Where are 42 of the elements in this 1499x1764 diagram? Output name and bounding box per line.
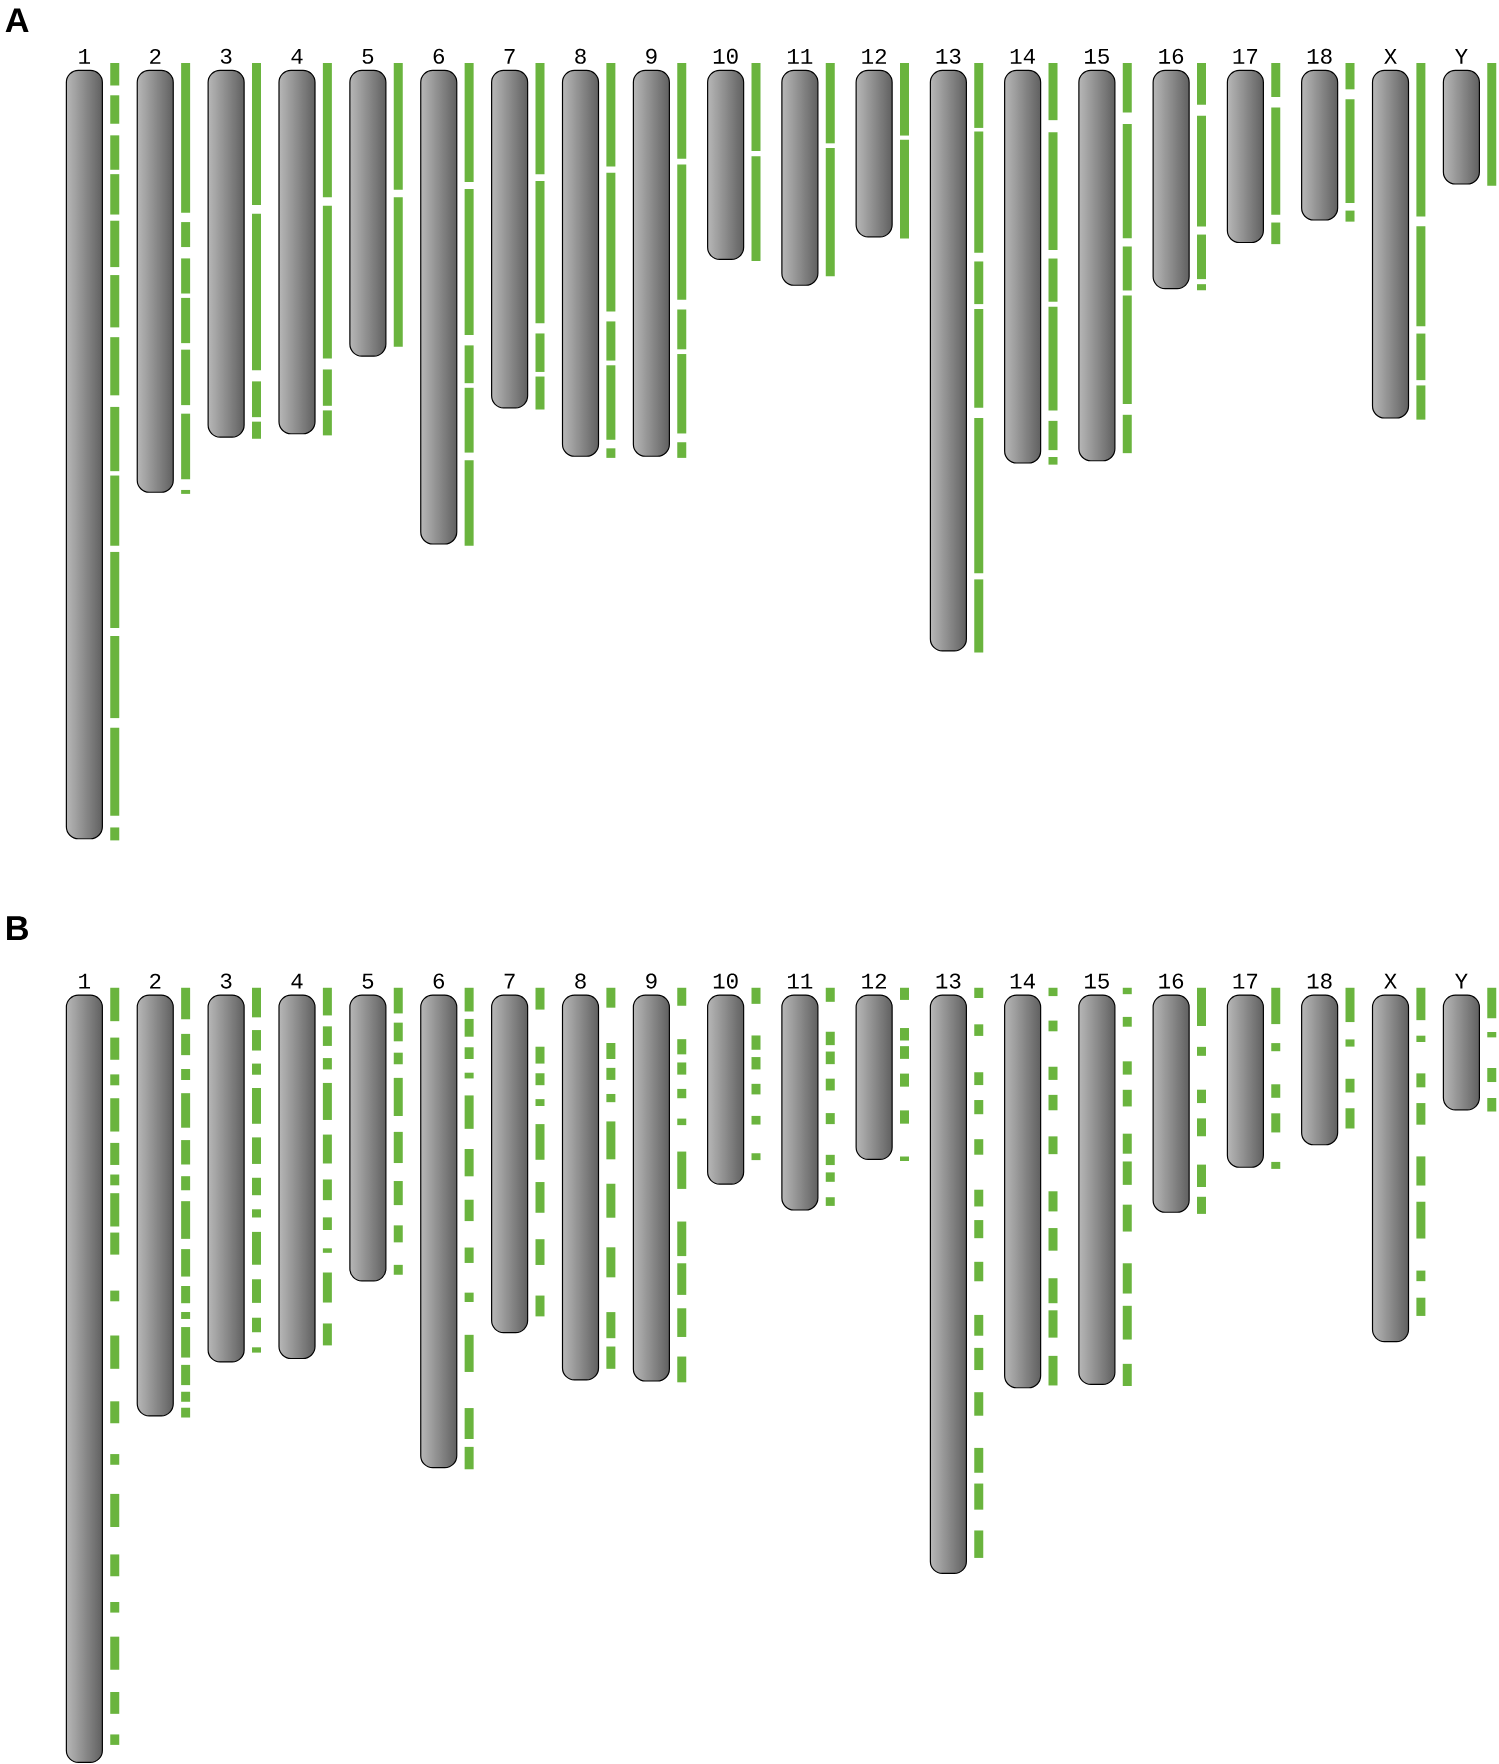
chromosome-label: 2 [150, 48, 161, 64]
chromosome-label: 9 [646, 973, 657, 989]
chromosome-label: 3 [221, 973, 232, 989]
chromosome-label: 16 [1159, 973, 1184, 989]
chromosome-label: 11 [788, 49, 813, 64]
chromosome-label: 18 [1308, 973, 1332, 989]
chromosome-label: 2 [150, 973, 161, 989]
chromosome-label: 13 [936, 973, 961, 989]
chromosome-label: 17 [1233, 973, 1258, 989]
chromosome-label: X [1384, 49, 1398, 64]
chromosome-label: 13 [936, 48, 961, 64]
chromosome-label: 12 [862, 48, 887, 64]
chromosome-label: 12 [862, 973, 887, 989]
chromosome-label: 5 [362, 973, 374, 989]
chromosome-label: 1 [79, 49, 91, 64]
chromosome-label: 4 [291, 49, 303, 64]
chromosome-label: 8 [575, 973, 586, 989]
chromosome-label: X [1384, 973, 1398, 989]
chromosome-label: 6 [433, 973, 445, 989]
chromosome-label: 14 [1011, 973, 1036, 989]
chromosome-label: 8 [575, 48, 586, 64]
chromosome-label: Y [1455, 973, 1468, 989]
chromosome-label: 6 [433, 48, 445, 64]
chromosome-label: 5 [362, 48, 374, 64]
chromosome-label: 18 [1308, 48, 1332, 64]
chromosome-label: 4 [291, 973, 303, 989]
chromosome-label: 11 [788, 973, 813, 989]
chromosome-label: 3 [221, 48, 232, 64]
panel-letter: B [7, 916, 29, 940]
chromosome-label: 17 [1233, 49, 1258, 64]
chromosome-label: 14 [1011, 49, 1036, 64]
panel-letter: A [5, 8, 29, 33]
chromosome-label: Y [1455, 49, 1468, 64]
chromosome-label: 7 [504, 973, 515, 989]
chromosome-label: 9 [646, 48, 657, 64]
chromosome-label: 15 [1085, 973, 1110, 989]
chromosome-label: 10 [714, 48, 738, 64]
chromosome-label: 16 [1159, 48, 1184, 64]
chromosome-label: 7 [504, 49, 515, 64]
chromosome-label: 1 [79, 973, 91, 989]
chromosome-label: 15 [1085, 48, 1110, 64]
chromosome-label: 10 [714, 973, 738, 989]
